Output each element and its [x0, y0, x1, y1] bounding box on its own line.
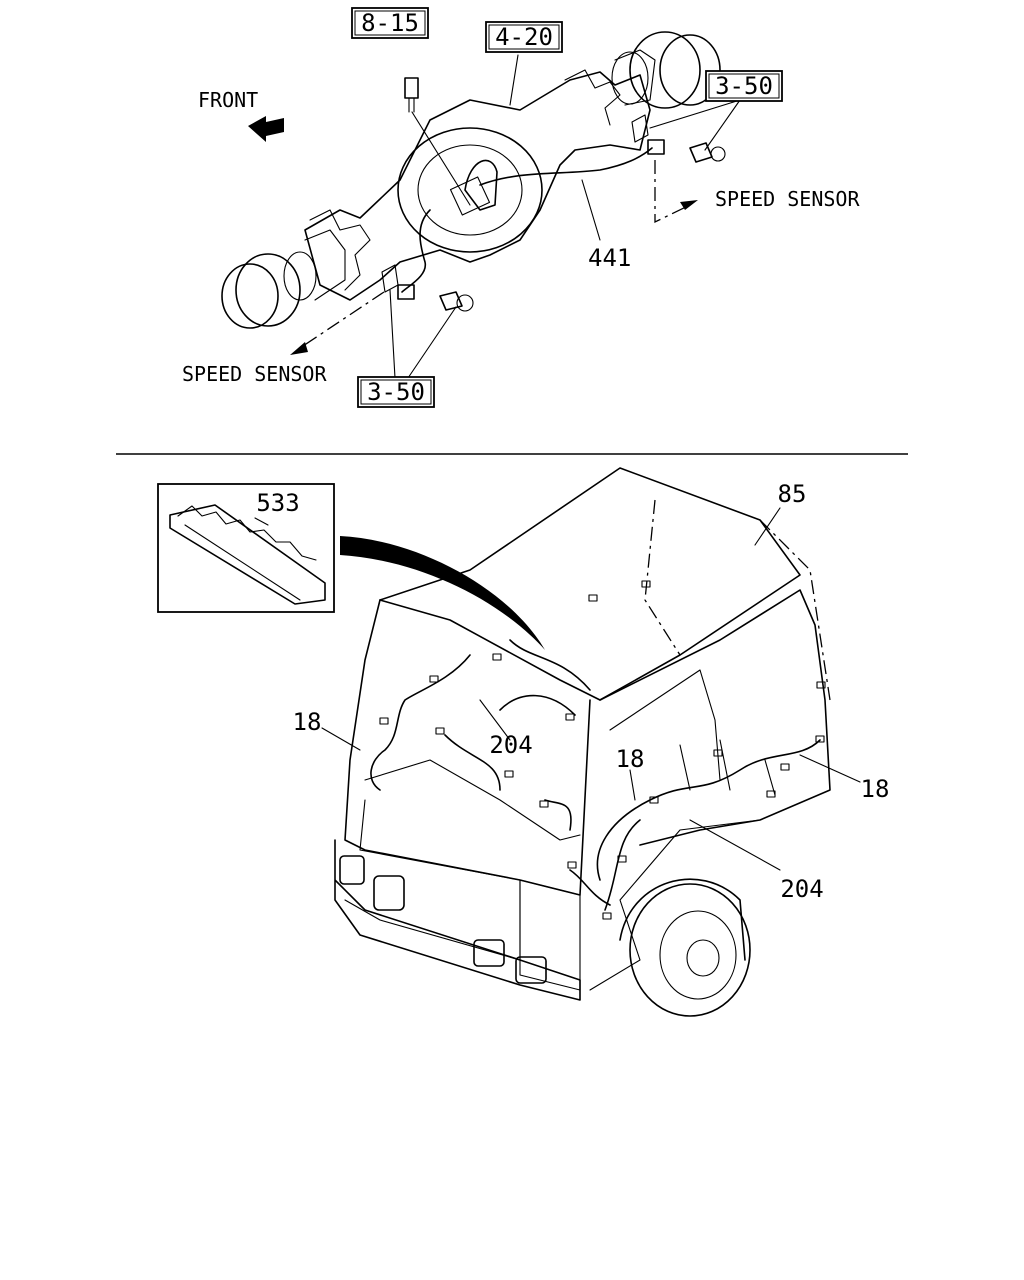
- right-wheel-hub: [611, 31, 721, 109]
- headlight-right-1: [473, 939, 505, 967]
- left-wheel-hub: [221, 229, 346, 329]
- part-number-85[interactable]: 85: [778, 480, 807, 508]
- front-wheel: [589, 819, 761, 1017]
- speed-sensor-label-left: SPEED SENSOR: [182, 362, 327, 386]
- harness-18-left: [370, 654, 471, 791]
- speed-sensor-label-right: SPEED SENSOR: [715, 187, 860, 211]
- ref-label-3-50-left: 3-50: [367, 378, 425, 406]
- truck-cab-drawing: [321, 467, 861, 1017]
- headlight-left-1: [339, 855, 365, 885]
- headlight-right-2: [515, 956, 547, 984]
- harness-18-right: [596, 739, 821, 881]
- part-number-204-left[interactable]: 204: [489, 731, 532, 759]
- part-number-18-mid[interactable]: 18: [616, 745, 645, 773]
- part-number-18-right[interactable]: 18: [861, 775, 890, 803]
- headlight-left-2: [373, 875, 405, 911]
- part-number-441[interactable]: 441: [588, 244, 631, 272]
- harness-204-left: [509, 639, 591, 691]
- bolt-8-15: [404, 77, 419, 113]
- front-label: FRONT: [198, 88, 258, 112]
- bolt-left-sensor: [439, 291, 474, 312]
- harness-clip: [464, 159, 498, 211]
- inset-connector-533: [157, 483, 335, 613]
- ref-label-3-50-right: 3-50: [715, 72, 773, 100]
- harness-right-run: [479, 147, 653, 186]
- rear-axle-drawing: [221, 31, 741, 379]
- right-speed-sensor: [647, 139, 665, 155]
- part-number-533[interactable]: 533: [256, 489, 299, 517]
- ref-box-3-50-right[interactable]: 3-50: [705, 70, 783, 102]
- harness-left-run: [401, 209, 431, 293]
- inset-pointer-icon: [340, 536, 545, 650]
- part-number-204-right[interactable]: 204: [780, 875, 823, 903]
- ref-box-8-15[interactable]: 8-15: [351, 7, 429, 39]
- connectors: [379, 580, 826, 920]
- ref-label-4-20: 4-20: [495, 23, 553, 51]
- front-arrow-icon: [248, 116, 284, 142]
- bolt-right-sensor: [689, 142, 726, 163]
- ref-box-4-20[interactable]: 4-20: [485, 21, 563, 53]
- left-speed-sensor: [397, 284, 415, 300]
- ref-label-8-15: 8-15: [361, 9, 419, 37]
- part-number-18-left[interactable]: 18: [293, 708, 322, 736]
- ref-box-3-50-left[interactable]: 3-50: [357, 376, 435, 408]
- speed-sensor-arrow-right-icon: [680, 200, 698, 210]
- speed-sensor-arrow-left-icon: [290, 342, 308, 355]
